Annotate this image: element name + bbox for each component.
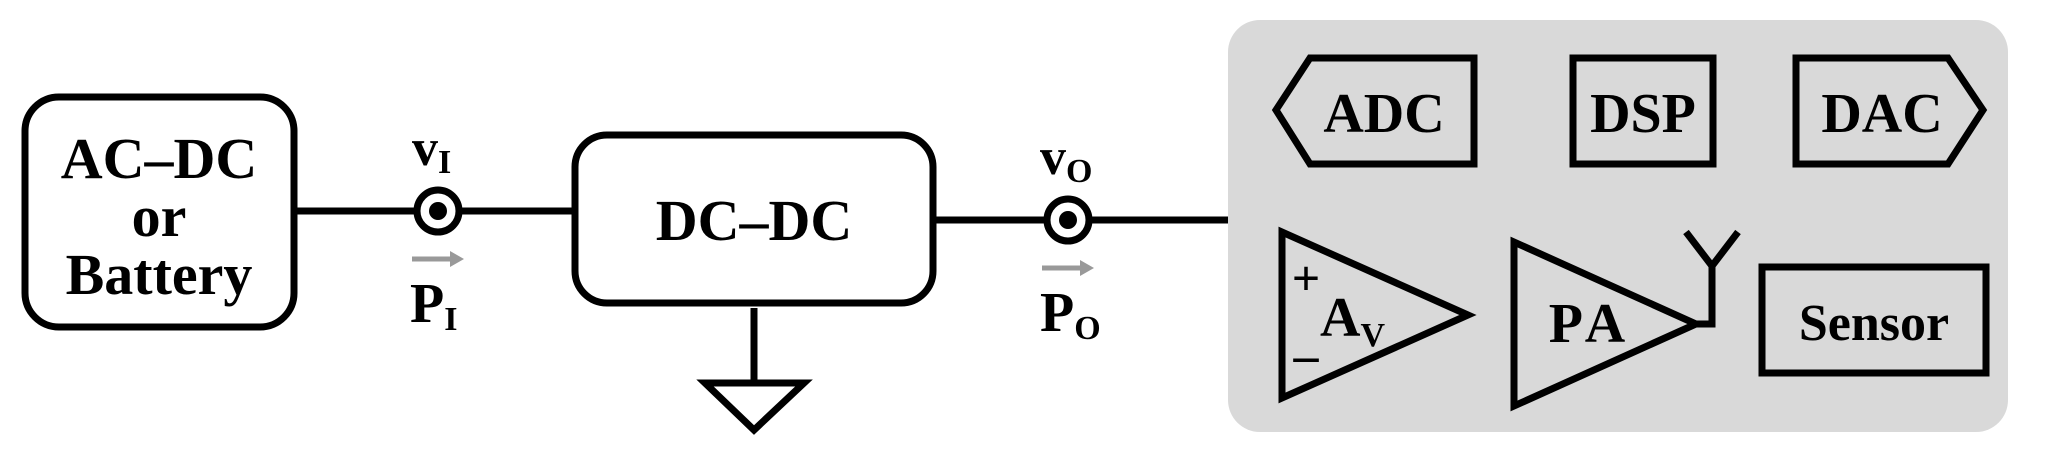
source-line-1: AC–DC [61,126,258,191]
converter-label: DC–DC [656,188,853,253]
power-amplifier-triangle [1510,236,1705,412]
converter-block [571,131,937,307]
input-node-inner [429,202,447,220]
amplifier-minus: – [1293,327,1320,383]
input-voltage-main: v [412,120,438,177]
sensor-block [1758,263,1990,377]
amplifier-gain-main: A [1320,287,1361,349]
dac-label: DAC [1821,83,1942,145]
output-power-main: P [1040,282,1074,344]
output-voltage-main: v [1040,129,1066,186]
input-power-label: PI [410,273,457,338]
sensor-label: Sensor [1799,295,1949,352]
input-power-arrow-icon [412,251,464,267]
amplifier-gain-label: AV [1320,287,1385,354]
dac-block [1792,54,1988,168]
adc-block [1271,54,1478,168]
output-voltage-sub: O [1066,153,1092,190]
source-line-2: or [132,184,187,249]
antenna-icon [1683,229,1741,328]
amplifier-triangle [1278,226,1477,404]
output-power-label: PO [1040,282,1101,347]
amplifier-gain-sub: V [1360,317,1385,354]
input-power-main: P [410,273,444,335]
output-power-sub: O [1074,310,1100,347]
input-power-sub: I [444,301,457,338]
output-power-arrow-icon [1042,260,1094,276]
dsp-block [1569,54,1717,168]
amplifier-plus: + [1292,250,1321,306]
dsp-label: DSP [1590,83,1696,145]
source-line-3: Battery [66,242,253,307]
ground-icon [696,379,813,435]
input-voltage-label: vI [412,120,451,181]
source-block [21,93,298,331]
adc-label: ADC [1323,83,1444,145]
input-voltage-sub: I [438,144,451,181]
output-voltage-label: vO [1040,129,1092,190]
power-amplifier-label: PA [1549,293,1632,355]
output-node-inner [1059,211,1077,229]
